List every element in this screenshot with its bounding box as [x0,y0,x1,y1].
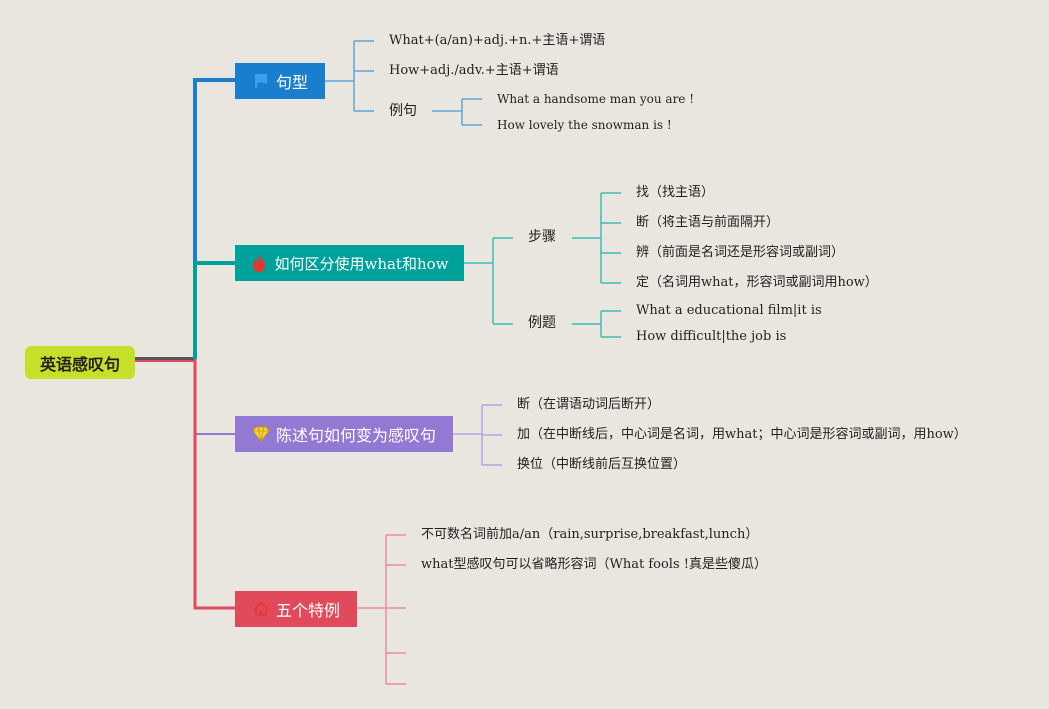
step-item[interactable]: 定（名词用what，形容词或副词用how） [634,274,880,292]
example-sentences-node[interactable]: 例句 [387,102,419,120]
convert-step[interactable]: 断（在谓语动词后断开） [515,396,663,414]
examples-node[interactable]: 例题 [526,314,558,332]
example-item[interactable]: What a educational film|it is [634,302,824,320]
branch-special-cases[interactable]: 五个特例 [235,591,357,627]
special-case-item[interactable]: 不可数名词前加a/an（rain,surprise,breakfast,lunc… [419,526,761,544]
pattern-item[interactable]: What+(a/an)+adj.+n.+主语+谓语 [387,32,608,50]
pattern-item[interactable]: How+adj./adv.+主语+谓语 [387,62,561,80]
branch-label: 五个特例 [275,601,340,620]
convert-step[interactable]: 换位（中断线前后互换位置） [515,456,689,474]
convert-step[interactable]: 加（在中断线后，中心词是名词，用what；中心词是形容词或副词，用how） [515,426,969,444]
example-sentence[interactable]: How lovely the snowman is ! [495,116,674,134]
branch-sentence-patterns[interactable]: 句型 [235,63,325,99]
example-sentence[interactable]: What a handsome man you are ! [495,90,697,108]
branch-convert-statement[interactable]: 陈述句如何变为感叹句 [235,416,453,452]
branch-label: 陈述句如何变为感叹句 [275,426,436,445]
root-node[interactable]: 英语感叹句 [25,346,135,379]
house-icon [252,600,270,618]
fire-icon [250,254,268,272]
branch-label: 句型 [275,73,308,92]
step-item[interactable]: 断（将主语与前面隔开） [634,214,782,232]
branch-label: 如何区分使用what和how [274,254,449,273]
step-item[interactable]: 辨（前面是名词还是形容词或副词） [634,244,847,262]
step-item[interactable]: 找（找主语） [634,184,717,202]
flag-icon [252,72,270,90]
special-case-item[interactable]: what型感叹句可以省略形容词（What fools !真是些傻瓜） [419,556,769,574]
diamond-icon [252,425,270,443]
branch-what-vs-how[interactable]: 如何区分使用what和how [235,245,464,281]
example-item[interactable]: How difficult|the job is [634,328,789,346]
steps-node[interactable]: 步骤 [526,228,558,246]
